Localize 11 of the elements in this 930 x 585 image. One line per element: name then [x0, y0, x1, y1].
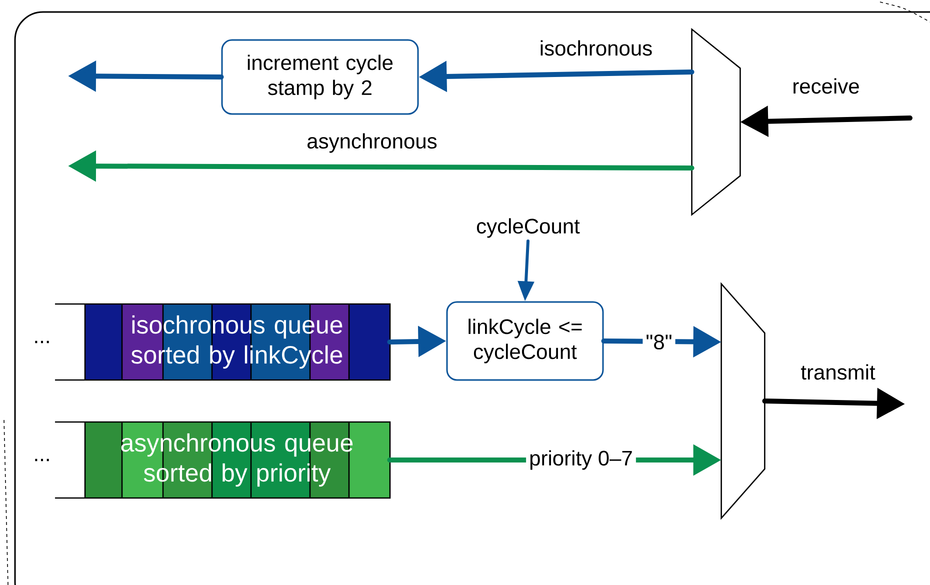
edge-label: isochronous: [536, 37, 656, 59]
process-box: increment cycle stamp by 2: [221, 39, 419, 115]
edge-label: asynchronous: [304, 130, 440, 156]
signal-label: cycleCount: [476, 218, 580, 238]
edge-label: "8": [642, 332, 676, 352]
edge-label: priority 0–7: [526, 447, 636, 473]
process-box: linkCycle <= cycleCount: [446, 301, 604, 381]
edge-label: transmit: [798, 361, 878, 383]
ellipsis-label: ...: [35, 458, 49, 462]
ellipsis-label: ...: [35, 340, 49, 344]
edge-label: receive: [789, 75, 863, 97]
